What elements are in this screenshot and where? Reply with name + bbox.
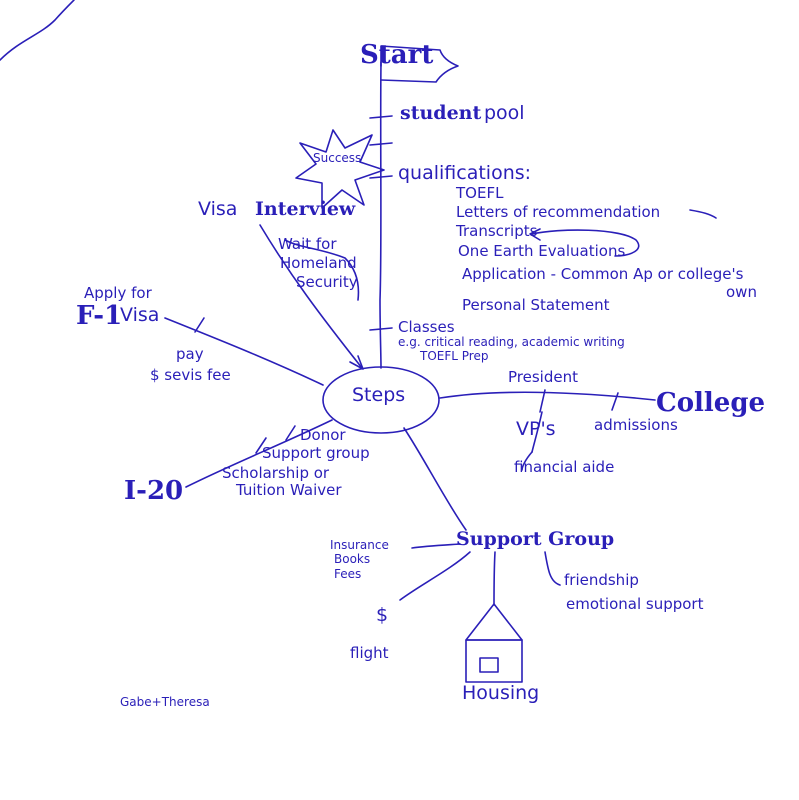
vps-label: VP's (516, 418, 556, 440)
homeland-label: Homeland (280, 254, 357, 272)
insurance-label: Insurance (330, 538, 389, 552)
steps-label: Steps (352, 384, 406, 406)
dollar-label: $ (376, 604, 389, 626)
books-label: Books (334, 552, 371, 566)
emotional-support-label: emotional support (566, 595, 704, 613)
student-label: student (400, 102, 482, 124)
start-label: Start (360, 40, 434, 70)
fees-label: Fees (334, 567, 362, 581)
transcripts-label: Transcripts (456, 222, 538, 240)
signature-label: Gabe+Theresa (120, 695, 210, 709)
pool-label: pool (484, 102, 525, 124)
start-flag (380, 45, 459, 83)
friendship-label: friendship (564, 571, 639, 589)
tuition-waiver-label: Tuition Waiver (236, 481, 342, 499)
f1-visa-line (164, 317, 324, 386)
wait-for-label: Wait for (278, 235, 337, 253)
own-label: own (726, 283, 757, 301)
qualifications-label: qualifications: (398, 162, 532, 184)
interview-label: Interview (255, 198, 356, 220)
visa-interview-line (259, 224, 363, 369)
security-label: Security (296, 273, 358, 291)
toefl-prep-label: TOEFL Prep (420, 349, 489, 363)
letters-label: Letters of recommendation (456, 203, 661, 221)
stray-stroke (0, 0, 75, 61)
classes-label: Classes (398, 318, 455, 336)
application-label: Application - Common Ap or college's (462, 265, 744, 283)
support-group-lower-label: Support group (262, 444, 370, 462)
pay-label: pay (176, 345, 204, 363)
i20-label: I-20 (124, 476, 184, 506)
classes-detail-label: e.g. critical reading, academic writing (398, 335, 625, 349)
support-group-line (403, 427, 467, 531)
visa-label: Visa (198, 198, 238, 220)
personal-statement-label: Personal Statement (462, 296, 610, 314)
sevis-fee-label: $ sevis fee (150, 366, 231, 384)
success-label: Success (313, 151, 362, 165)
house-icon (465, 603, 523, 641)
housing-label: Housing (462, 682, 540, 704)
i20-line (185, 419, 333, 488)
steps-ellipse (322, 366, 440, 434)
president-label: President (508, 368, 578, 386)
support-group-label: Support Group (456, 528, 615, 550)
donor-label: Donor (300, 426, 346, 444)
admissions-label: admissions (594, 416, 678, 434)
apply-for-label: Apply for (84, 284, 152, 302)
college-label: College (656, 388, 766, 418)
college-line (439, 391, 656, 401)
visa2-label: Visa (120, 304, 160, 326)
one-earth-label: One Earth Evaluations (458, 242, 626, 260)
financial-aide-label: financial aide (514, 458, 615, 476)
scholarship-label: Scholarship or (222, 464, 330, 482)
success-star (295, 129, 385, 209)
f1-label: F-1 (76, 301, 123, 331)
timeline-line (379, 61, 382, 369)
flight-label: flight (350, 644, 389, 662)
toefl-label: TOEFL (456, 184, 504, 202)
